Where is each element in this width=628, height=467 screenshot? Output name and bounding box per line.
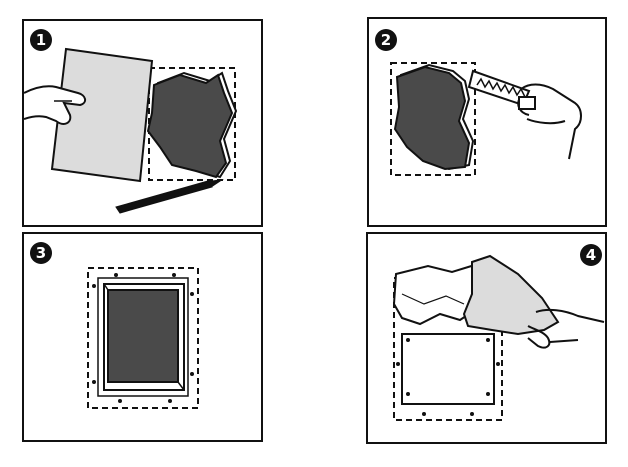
- step-1-illustration: [24, 47, 238, 214]
- step-4-badge: 4: [580, 244, 602, 266]
- step-1-badge: 1: [30, 29, 52, 51]
- step-4-illustration: [392, 254, 605, 421]
- hand-icon: [527, 308, 605, 349]
- paper-sheet: [50, 47, 154, 183]
- hand-icon: [24, 85, 86, 125]
- dark-panel: [107, 289, 179, 383]
- step-3-panel: 3: [22, 232, 263, 442]
- pencil-icon: [115, 180, 213, 214]
- dashed-outline: [87, 267, 199, 409]
- dark-shape: [146, 73, 234, 179]
- step-3-illustration: [87, 267, 199, 409]
- dashed-outline: [390, 62, 476, 176]
- step-2-illustration: [390, 62, 582, 176]
- peel-layer: [462, 254, 560, 336]
- frame-outer: [97, 277, 189, 397]
- step-1-panel: 1: [22, 19, 263, 227]
- pin-markers: [396, 338, 500, 416]
- step-2-badge: 2: [375, 29, 397, 51]
- pin-markers: [92, 273, 194, 403]
- step-4-panel: 4: [366, 232, 607, 444]
- step-3-badge: 3: [30, 242, 52, 264]
- step-2-panel: 2: [367, 17, 607, 227]
- frame-board: [401, 333, 495, 405]
- dark-shape: [393, 65, 471, 171]
